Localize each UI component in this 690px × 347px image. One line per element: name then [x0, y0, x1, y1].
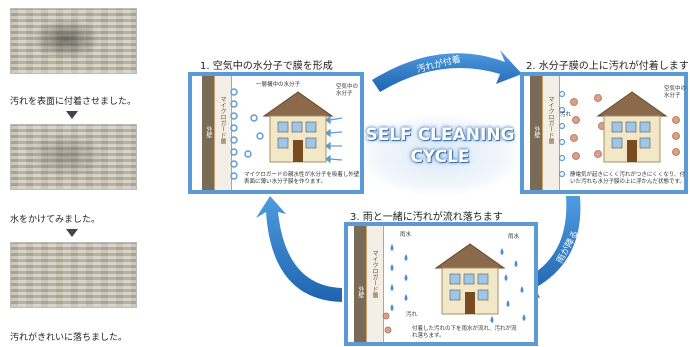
wall-label: 外壁 — [357, 286, 364, 298]
panel2-title: 2. 水分子膜の上に汚れが付着します — [526, 61, 689, 72]
wall — [354, 226, 366, 342]
coat-layer — [366, 226, 384, 342]
wall — [202, 76, 214, 190]
air-water-label: 空気中の水分子 — [336, 84, 359, 97]
panel1-note: マイクロガードの親水性が水分子を吸着し外壁表面に薄い水分子膜を作ります。 — [244, 172, 360, 185]
coat-label: マイクロガード層 — [371, 250, 378, 298]
cycle-title: SELF CLEANING CYCLE — [360, 115, 520, 195]
caption-clean: 汚れがきれいに落ちました。 — [10, 333, 128, 343]
coat-layer — [542, 76, 560, 190]
photo-clean-surface — [10, 242, 137, 308]
coat-label: マイクロガード層 — [547, 96, 554, 144]
panel2-note: 静電気が起きにくく汚れがつきにくくなり、付いた汚れも水分子膜の上に浮かんだ状態で… — [570, 172, 686, 185]
house-icon — [262, 91, 334, 163]
arrow-dirt-attaches — [372, 50, 522, 92]
down-arrow-icon — [66, 111, 78, 119]
panel-rain-wash: 外壁 マイクロガード層 雨水 雨水 汚れ 付着した汚れの下を雨水が流れ、汚れが流… — [344, 222, 538, 346]
water-molecules — [230, 88, 343, 180]
wall-label: 外壁 — [533, 126, 540, 138]
panel-dirt-attach: 外壁 マイクロガード層 汚れ 空気中の水分子 静電気が起きにくく汚れがつきにくく… — [520, 72, 688, 194]
down-arrow-icon — [66, 229, 78, 237]
arrow-film-reforms — [256, 196, 342, 302]
rain-label-right: 雨水 — [508, 234, 520, 240]
dirt-label: 汚れ — [406, 312, 418, 318]
photo-wet-surface — [10, 124, 137, 190]
panel3-title: 3. 雨と一緒に汚れが流れ落ちます — [350, 212, 503, 223]
caption-wet: 水をかけてみました。 — [10, 215, 101, 225]
cycle-title-line1: SELF CLEANING — [365, 125, 515, 145]
photo-dirty-surface — [10, 8, 137, 74]
wall — [530, 76, 542, 190]
water-film-label: 一層構中の水分子 — [256, 82, 301, 88]
panel1-title: 1. 空気中の水分子で膜を形成 — [200, 61, 333, 72]
wall-label: 外壁 — [205, 126, 212, 138]
house-icon — [434, 243, 506, 315]
house-icon — [596, 91, 668, 163]
cycle-title-line2: CYCLE — [410, 147, 470, 167]
caption-dirty: 汚れを表面に付着させました。 — [10, 97, 137, 107]
rain-label-left: 雨水 — [400, 232, 412, 238]
coat-layer — [214, 76, 232, 190]
panel-film-formation: 外壁 マイクロガード層 一層構中の水分子 空気中の水分子 マイクロガードの親水性… — [188, 72, 364, 194]
panel3-note: 付着した汚れの下を雨水が流れ、汚れが流れ落ちます。 — [412, 326, 517, 339]
air-water-label: 空気中の水分子 — [664, 86, 687, 99]
rain-drops — [382, 244, 526, 334]
dirt-label: 汚れ — [560, 112, 572, 118]
coat-label: マイクロガード層 — [219, 96, 226, 144]
